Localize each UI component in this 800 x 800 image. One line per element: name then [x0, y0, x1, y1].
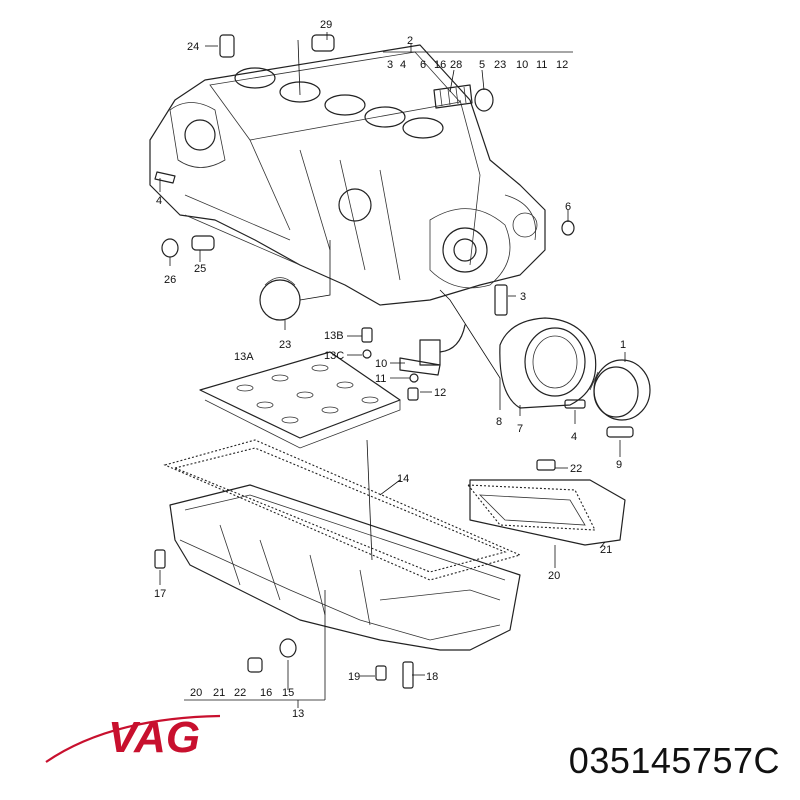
callout-10-pickup: 10	[375, 358, 387, 370]
oil-baffle	[199, 351, 401, 449]
leader-lines	[159, 32, 626, 708]
callout-22-bottom: 22	[234, 687, 246, 699]
callout-28: 28	[450, 59, 462, 71]
callout-26: 26	[164, 274, 176, 286]
cylinder-block	[149, 44, 546, 306]
callout-4: 4	[400, 59, 406, 71]
callout-20: 20	[548, 570, 560, 582]
callout-3-bolt: 3	[520, 291, 526, 303]
callout-13A: 13A	[234, 351, 254, 363]
rear-seal-flange	[499, 317, 651, 438]
callout-12-pickup: 12	[434, 387, 446, 399]
callout-16: 16	[434, 59, 446, 71]
callout-15-bottom: 15	[282, 687, 294, 699]
callout-5: 5	[479, 59, 485, 71]
callout-16-bottom: 16	[260, 687, 272, 699]
callout-8: 8	[496, 416, 502, 428]
callout-22: 22	[570, 463, 582, 475]
callout-21: 21	[600, 544, 612, 556]
callout-10: 10	[516, 59, 528, 71]
callout-19: 19	[348, 671, 360, 683]
callout-11-pickup: 11	[375, 373, 386, 385]
callout-24: 24	[187, 41, 199, 53]
callout-23: 23	[494, 59, 506, 71]
vag-logo: VAG	[45, 713, 221, 763]
logo-text: VAG	[108, 713, 200, 762]
callout-18: 18	[426, 671, 438, 683]
callout-13: 13	[292, 708, 304, 720]
callout-23-plug: 23	[279, 339, 291, 351]
callout-12: 12	[556, 59, 568, 71]
callout-6: 6	[420, 59, 426, 71]
callout-11: 11	[536, 59, 547, 71]
callout-20-bottom: 20	[190, 687, 202, 699]
oil-pan-gasket	[163, 439, 522, 581]
callout-2: 2	[407, 35, 413, 47]
callout-13C: 13C	[324, 350, 344, 362]
callout-4-flange: 4	[571, 431, 577, 443]
callout-1: 1	[620, 339, 626, 351]
vent-cover	[466, 459, 626, 546]
callout-labels: 29 24 2 3 4 6 16 28 5 23 10 11 12 6 4 26…	[154, 19, 626, 720]
callout-9: 9	[616, 459, 622, 471]
callout-3: 3	[387, 59, 393, 71]
callout-29: 29	[320, 19, 332, 31]
callout-13B: 13B	[324, 330, 344, 342]
logo-swoosh	[45, 714, 221, 763]
callout-25: 25	[194, 263, 206, 275]
callout-14: 14	[397, 473, 409, 485]
callout-6-side: 6	[565, 201, 571, 213]
callout-7: 7	[517, 423, 523, 435]
callout-21-bottom: 21	[213, 687, 225, 699]
callout-17: 17	[154, 588, 166, 600]
part-number: 035145757C	[568, 740, 780, 781]
callout-4-left: 4	[156, 195, 162, 207]
oil-pan	[154, 484, 521, 689]
